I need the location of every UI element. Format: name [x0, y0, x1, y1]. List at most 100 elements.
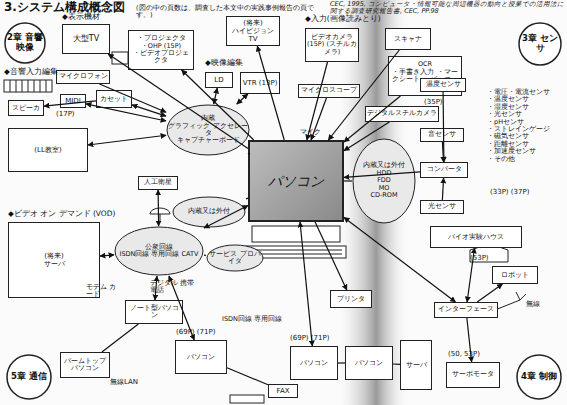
node-label: 3章 センサ [519, 34, 561, 54]
node-label: 公衆回線 [145, 244, 173, 251]
page-reference: (33P) (37P) [490, 188, 550, 196]
connector-line [108, 54, 248, 149]
ellipse-outline [207, 245, 263, 271]
display-box: 大型TV [62, 24, 110, 54]
device-box: VTR (13P) [240, 72, 280, 94]
node-text-group: サービス プロバイダ [206, 244, 264, 272]
device-box: プリンタ [330, 290, 372, 308]
device-box: ビデオカメラ (15P) (スチルカメラ) [305, 28, 359, 62]
node-label: FAX [277, 387, 290, 395]
node-label: デジタルスチルカメラ [367, 110, 437, 117]
node-detail: グラフィック アクセレータ [167, 123, 249, 138]
device-box: マイクロスコープ [298, 84, 360, 98]
connector-line [311, 98, 326, 140]
chapter-outline [517, 355, 561, 399]
device-box: FAX [268, 384, 298, 398]
node-label: (将来) [243, 19, 262, 27]
connector-line [204, 206, 248, 228]
node-label: 2章 音響 映像 [5, 33, 45, 53]
wireless-label: 無線LAN [110, 378, 150, 386]
line-label: ISDN回線 専用回線 [222, 316, 288, 323]
projector-screen: ・プロジェクタ・OHP (15P)・ビデオプロジェクタ [128, 30, 194, 70]
connector-line [300, 222, 312, 346]
node-text-group: 内蔵又は外付HDDFDDMOCD-ROM [352, 138, 416, 224]
node-text-group: ・電圧・電流センサ・温度センサ・湿度センサ・光センサ・pHセンサ・ストレインゲー… [486, 72, 564, 180]
group-heading: ◆表示機材 [62, 13, 132, 22]
device-label: マイク [300, 128, 330, 136]
node-label: ・電圧・電流センサ [487, 89, 550, 96]
chapter-outline [5, 23, 45, 63]
wireless-label: 無線 [526, 300, 550, 308]
microphone-symbol [112, 52, 128, 64]
connector-line [44, 101, 96, 106]
node-detail: ハイビジョン TV [228, 27, 278, 43]
node-detail: FDD [377, 177, 391, 184]
connector-line [442, 178, 443, 200]
node-text-group: パソコン [346, 347, 392, 379]
node-text-group: (将来)ハイビジョン TV [227, 17, 279, 45]
piano-keys [10, 80, 46, 92]
chapter-outline [519, 23, 561, 65]
drive-ellipse: 内蔵又は外付HDDFDDMOCD-ROM [352, 138, 416, 224]
pc-body [252, 226, 340, 242]
group-heading: ◆映像編集 [205, 59, 265, 68]
node-text-group: マイクロスコープ [299, 85, 359, 97]
device-label: デジタル 携帯電話 [150, 280, 196, 295]
node-label: インターフェース [438, 306, 494, 313]
node-text-group: カセット [97, 91, 131, 107]
chapter-circle: 5章 通信 [6, 354, 52, 400]
node-text-group: MIDI [61, 95, 85, 107]
node-text-group: 3章 センサ [518, 22, 562, 66]
node-label: 5章 通信 [11, 372, 47, 382]
node-detail: ・温度センサ [487, 96, 529, 103]
connector-line [214, 88, 218, 104]
node-text-group: (LL教室) [9, 129, 87, 171]
node-label: パソコン [300, 359, 328, 367]
device-box: スキャナ [385, 28, 431, 50]
connector-line [257, 46, 284, 140]
node-detail: キャプチャーボード [177, 137, 240, 144]
node-label: スピーカ [12, 104, 40, 112]
connector-line [344, 172, 420, 178]
node-text-group: 内蔵グラフィック アクセレータキャプチャーボード [166, 104, 250, 156]
node-detail: ・磁気センサ [487, 133, 529, 140]
node-label: 音センサ [428, 131, 456, 138]
satellite-dish [150, 208, 170, 222]
connector-line [344, 180, 352, 181]
converter-box: コンバータ [420, 162, 468, 178]
node-label: マイクロフォン [59, 73, 108, 80]
node-text-group: VTR (13P) [241, 73, 279, 93]
node-label: バイオ実験ハウス [448, 233, 504, 241]
chapter-outline [7, 355, 51, 399]
device-box: ノート型パソコン [125, 300, 183, 324]
connector-line [169, 276, 194, 340]
piano-keyboard [4, 80, 52, 92]
node-text-group: サーボモータ [447, 363, 499, 387]
connector-line [100, 84, 166, 112]
node-detail: ISDN回線 専用回線 CATV [120, 251, 199, 258]
server-box: (将来)サーバ [8, 222, 100, 298]
device-box: インターフェース [434, 302, 498, 318]
node-detail: ・その他 [487, 156, 515, 163]
node-label: プリンタ [337, 295, 365, 303]
connector-line [344, 122, 389, 151]
keyboard-keys [250, 250, 342, 254]
node-text-group: ノート型パソコン [126, 301, 182, 323]
connector-line [248, 153, 250, 154]
node-text-group: 音センサ [421, 129, 463, 141]
node-text-group: LD [206, 73, 232, 87]
node-detail: ・距離センサ [487, 141, 529, 148]
node-label: 大型TV [73, 34, 99, 43]
node-text-group: パソコン [250, 142, 342, 220]
node-text-group: パソコン [176, 341, 226, 373]
node-text-group: コンバータ [421, 163, 467, 177]
network-ellipse: 公衆回線ISDN回線 専用回線 CATV [114, 226, 204, 276]
node-label: 4章 制御 [521, 372, 557, 382]
connector-line [227, 368, 268, 385]
sensor-list: ・電圧・電流センサ・温度センサ・湿度センサ・光センサ・pHセンサ・ストレインゲー… [486, 72, 564, 182]
device-box: パームトップパソコン [60, 352, 110, 378]
node-detail: ・ストレインゲージ [487, 126, 550, 133]
node-label: コンバータ [427, 166, 462, 173]
node-label: サーバ [406, 361, 427, 369]
node-label: ノート型パソコン [127, 305, 181, 320]
